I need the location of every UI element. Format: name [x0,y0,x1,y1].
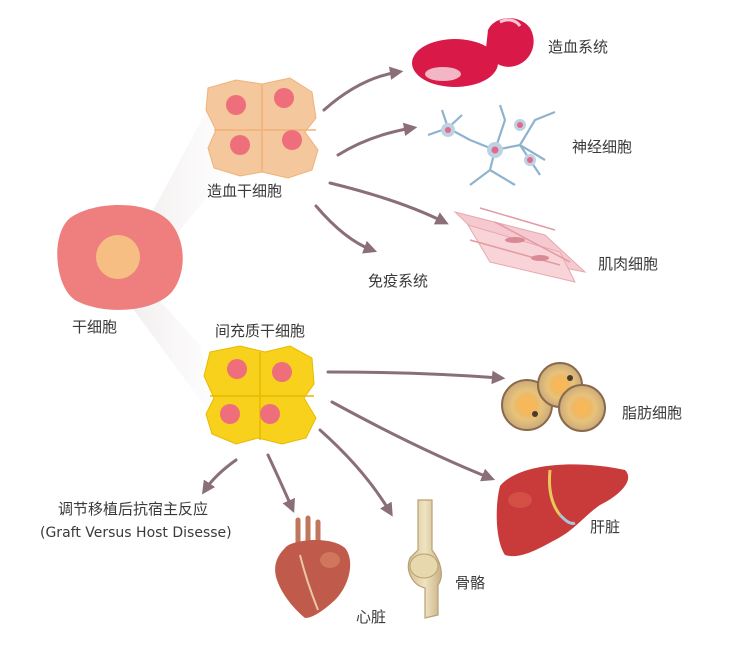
neuron-nuclei [441,119,536,166]
arrow-to-bone [318,428,393,517]
arrow-to-nerve [336,122,418,157]
arrow-to-blood [322,66,404,112]
muscle-cell-label: 肌肉细胞 [598,255,658,273]
hematopoietic-stem-cell-label: 造血干细胞 [207,182,282,200]
nerve-cell-label: 神经细胞 [572,138,632,156]
gvhd-label-cn: 调节移植后抗宿主反应 [58,500,208,518]
mesenchymal-stem-cell-label: 间充质干细胞 [215,322,305,340]
liver-label: 肝脏 [590,518,620,536]
connector-beam [130,290,215,420]
arrow-to-fat [326,370,506,385]
red-blood-cell-icon [412,18,534,87]
mesenchymal-cell-cluster-icon [203,345,317,445]
stem-cell-label: 干细胞 [72,318,117,336]
adipocyte-icon [501,362,606,432]
hematopoietic-system-label: 造血系统 [548,38,608,56]
liver-icon [496,464,629,557]
fat-cell-label: 脂肪细胞 [622,404,682,422]
bone-icon [407,499,442,619]
muscle-fiber-icon [453,207,587,283]
stem-cell-icon [57,204,183,310]
arrow-to-liver [330,400,496,482]
heart-label: 心脏 [356,608,386,626]
arrow-to-muscle [328,181,449,225]
arrow-to-gvhd [202,458,238,495]
hematopoietic-cell-cluster-icon [205,77,319,179]
heart-icon [275,515,351,618]
arrow-to-immune [314,204,378,254]
arrow-to-heart [266,453,295,513]
gvhd-label-en: (Graft Versus Host Disesse) [40,525,232,541]
immune-system-label: 免疫系统 [368,272,428,290]
bone-label: 骨骼 [455,574,485,592]
